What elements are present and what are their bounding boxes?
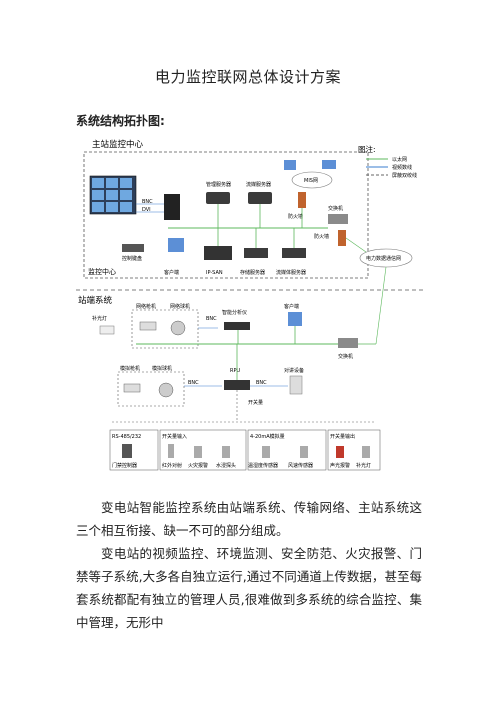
mgmt-server-icon (206, 192, 230, 204)
rs485-label: RS-485/232 (112, 434, 141, 440)
mgmt-server-label: 管理服务器 (206, 181, 231, 188)
bnc-label-2: BNC (206, 316, 217, 322)
storage-server-label: 存储服务器 (240, 269, 265, 276)
net-camera-icon (139, 321, 157, 331)
paragraph-1: 变电站智能监控系统由站端系统、传输网络、主站系统这三个相互衔接、缺一不可的部分组… (76, 500, 422, 538)
sound-light-icon (336, 446, 344, 458)
firewall-icon-2 (338, 230, 346, 246)
paragraph-2: 变电站的视频监控、环境监测、安全防范、火灾报警、门禁等子系统,大多各自独立运行,… (76, 546, 422, 630)
topology-diagram: 主站监控中心 图注: 以太网 视频数线 屏蔽双绞线 BNC DVI 管理服务器 … (76, 139, 424, 471)
pc-icon (284, 160, 296, 170)
fire-alarm-icon (194, 446, 202, 458)
bnc-label-4: BNC (256, 380, 267, 386)
smart-analyzer-icon (224, 322, 250, 330)
client-icon (168, 238, 184, 252)
bnc-label: BNC (142, 199, 153, 205)
laptop-icon (322, 160, 336, 169)
ipsan-label: IP-SAN (206, 270, 223, 276)
net-camera-label: 网络枪机 (136, 303, 156, 310)
intercom-label: 对讲设备 (284, 367, 304, 374)
keyboard-icon (122, 244, 144, 252)
client-label-2: 客户端 (284, 303, 299, 310)
water-sensor-icon (222, 446, 230, 458)
temp-sensor-label: 温湿度传感器 (248, 462, 278, 469)
analog-in-label: 4-20mA模拟量 (250, 433, 285, 440)
media-server-label: 流媒体服务器 (276, 269, 306, 276)
fire-alarm-label: 火灾报警 (188, 462, 208, 469)
storage-server-icon (244, 248, 268, 258)
rpu-icon (224, 380, 250, 390)
client-icon-2 (288, 312, 302, 326)
station-system-label: 站端系统 (78, 295, 113, 306)
sound-light-label: 声光报警 (330, 462, 350, 469)
section-heading: 系统结构拓扑图: (76, 114, 165, 128)
switch-label: 交换机 (328, 205, 343, 212)
analog-camera-icon (123, 383, 141, 393)
switch-in-label: 开关量输入 (162, 433, 187, 440)
mis-cloud-icon (291, 171, 333, 189)
fill-light-icon (99, 325, 115, 335)
stream-server-icon (248, 192, 272, 204)
switch-out-label: 开关量输出 (330, 433, 355, 440)
video-wall-icon (89, 175, 137, 215)
firewall-label-2: 防火墙 (314, 233, 329, 240)
ir-beam-label: 红外对射 (162, 462, 182, 469)
firewall-label: 防火墙 (288, 213, 303, 220)
media-server-icon (282, 248, 306, 258)
door-controller-icon (122, 444, 132, 458)
document-title: 电力监控联网总体设计方案 (154, 68, 341, 86)
client-label: 客户端 (164, 269, 179, 276)
ir-beam-icon (168, 444, 174, 458)
legend-video: 视频数线 (392, 164, 412, 171)
net-dome-label: 网络球机 (170, 303, 190, 310)
rpu-label: RPU (230, 368, 240, 374)
analog-dome-label: 模拟球机 (152, 365, 172, 372)
temp-sensor-icon (262, 446, 270, 458)
monitor-center-label: 监控中心 (88, 267, 116, 276)
wind-sensor-label: 风速传感器 (288, 462, 313, 469)
switch-qty-label: 开关量 (248, 399, 263, 406)
main-center-label: 主站监控中心 (92, 139, 144, 150)
water-sensor-label: 水浸探头 (216, 462, 236, 469)
fill-light-label: 补光灯 (92, 315, 107, 322)
legend-twisted: 屏蔽双绞线 (392, 172, 417, 179)
bnc-label-3: BNC (188, 380, 199, 386)
wind-sensor-icon (300, 446, 308, 458)
keyboard-label: 控制键盘 (122, 255, 142, 262)
ipsan-icon (204, 246, 232, 260)
mis-label: MIS网 (304, 178, 318, 184)
analog-dome-icon (158, 382, 174, 398)
switch-icon-2 (338, 338, 358, 348)
smart-analyzer-label: 智能分析仪 (222, 309, 247, 316)
dvi-label: DVI (142, 207, 151, 213)
power-net-label: 电力数据通信网 (366, 255, 401, 262)
fill-light-label-2: 补光灯 (356, 462, 371, 469)
firewall-icon (298, 192, 306, 208)
analog-camera-label: 模拟枪机 (120, 365, 140, 372)
intercom-icon (289, 375, 303, 395)
legend-title: 图注: (358, 144, 376, 154)
net-dome-icon (170, 320, 186, 336)
stream-server-label: 流媒服务器 (246, 181, 271, 188)
legend: 图注: 以太网 视频数线 屏蔽双绞线 (358, 144, 417, 179)
switch-label-2: 交换机 (338, 353, 353, 360)
door-controller-label: 门禁控制器 (112, 462, 137, 469)
fill-light-icon-2 (362, 446, 370, 458)
legend-ethernet: 以太网 (392, 156, 407, 163)
decoder-icon (164, 194, 180, 220)
switch-icon (328, 214, 348, 224)
